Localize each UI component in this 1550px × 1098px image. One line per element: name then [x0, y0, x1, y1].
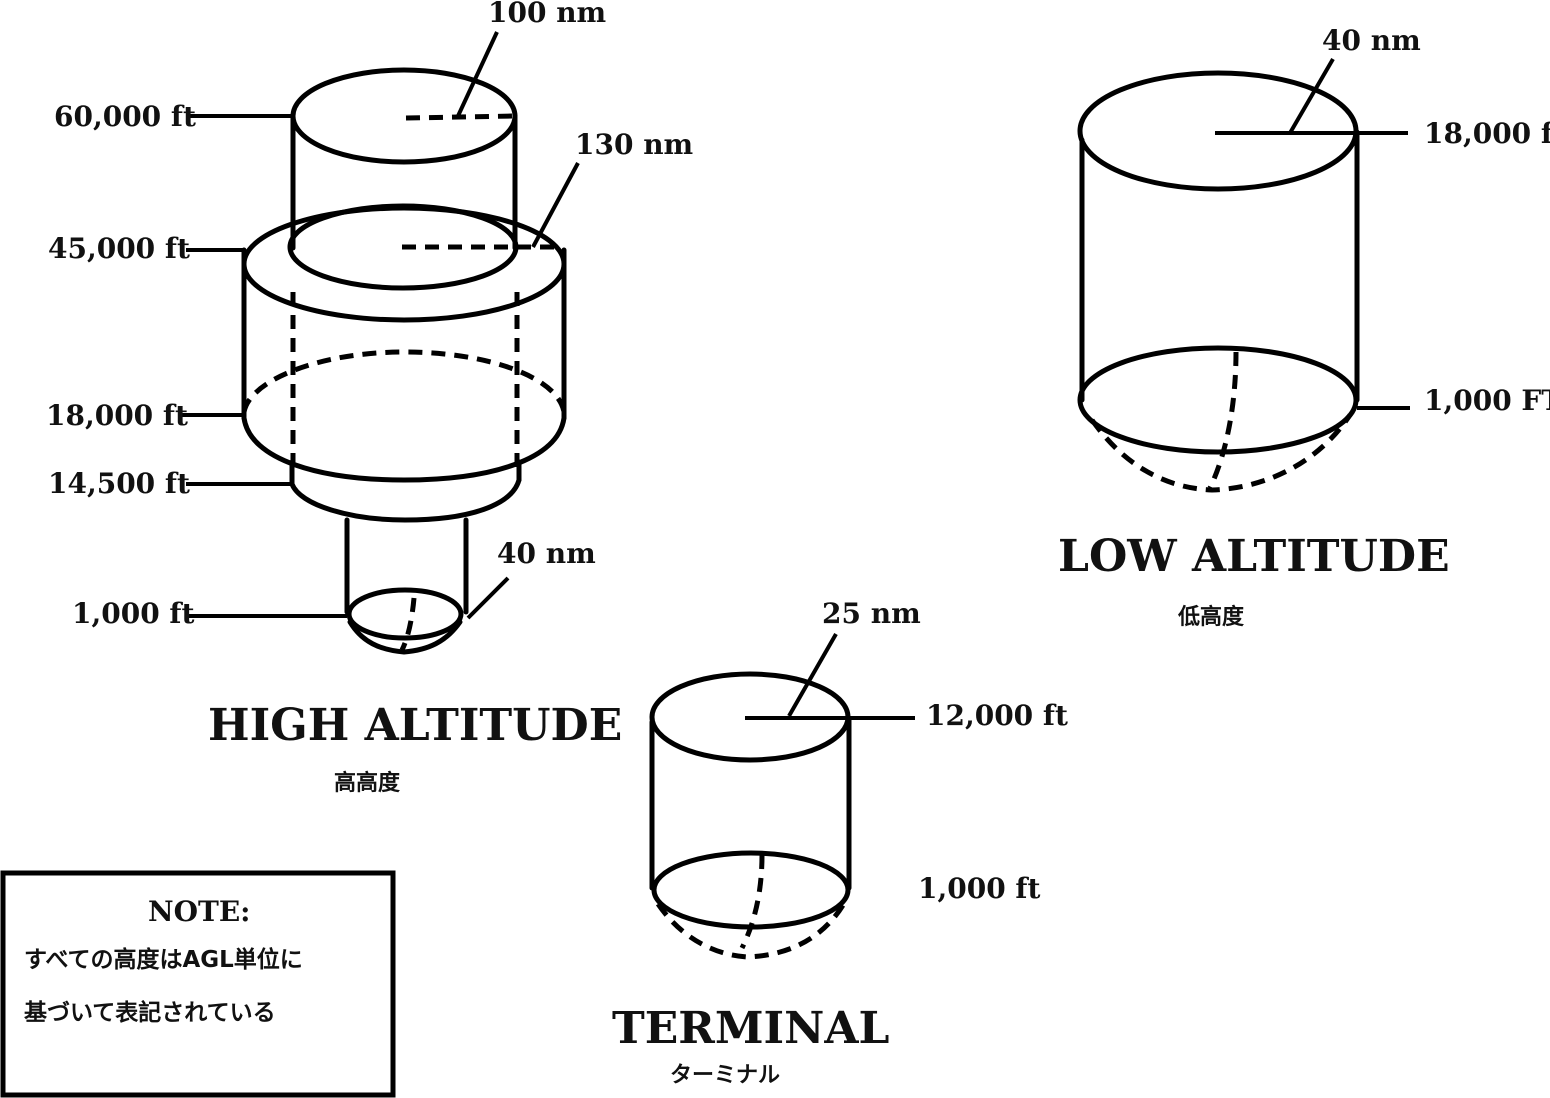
- terminal-radius-25nm-label: 25 nm: [822, 597, 921, 630]
- high-alt-18000-label: 18,000 ft: [46, 399, 188, 432]
- low-altitude-subtitle: 低高度: [1177, 604, 1245, 630]
- terminal-subtitle: ターミナル: [670, 1063, 780, 1088]
- note-box: NOTE: すべての高度はAGL単位に 基づいて表記されている: [0, 870, 396, 1098]
- high-alt-45000-label: 45,000 ft: [48, 232, 190, 265]
- high-alt-14500-label: 14,500 ft: [48, 467, 190, 500]
- low-alt-1000-label: 1,000 FT: [1424, 384, 1550, 417]
- high-altitude-volume: [241, 67, 567, 655]
- low-alt-18000-label: 18,000 ft: [1424, 117, 1550, 150]
- high-45000-inner-ellipse: [287, 203, 519, 291]
- high-altitude-subtitle: 高高度: [334, 770, 401, 796]
- terminal-alt-1000-label: 1,000 ft: [918, 872, 1040, 905]
- note-heading: NOTE:: [148, 895, 251, 928]
- terminal-title: TERMINAL: [612, 1003, 889, 1054]
- high-altitude-title: HIGH ALTITUDE: [208, 700, 622, 751]
- low-altitude-title: LOW ALTITUDE: [1058, 531, 1450, 582]
- note-line-2: 基づいて表記されている: [24, 999, 276, 1026]
- high-radius-130nm-label: 130 nm: [575, 128, 693, 161]
- terminal-alt-12000-label: 12,000 ft: [926, 699, 1068, 732]
- high-alt-1000-label: 1,000 ft: [72, 597, 194, 630]
- high-alt-60000-label: 60,000 ft: [54, 100, 196, 133]
- high-radius-40nm-label: 40 nm: [497, 537, 596, 570]
- low-radius-40nm-label: 40 nm: [1322, 24, 1421, 57]
- note-line-1: すべての高度はAGL単位に: [24, 946, 303, 973]
- high-radius-100nm-label: 100 nm: [488, 0, 606, 29]
- low-altitude-volume: [1077, 57, 1410, 493]
- terminal-volume: [649, 633, 915, 960]
- high-altitude-leaders: [180, 31, 580, 620]
